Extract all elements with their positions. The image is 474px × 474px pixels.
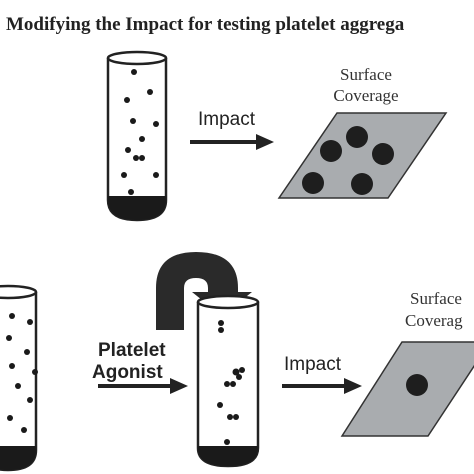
diagram-title: Modifying the Impact for testing platele… xyxy=(6,14,405,35)
bottom-middle-tube-sediment xyxy=(198,446,258,466)
bottom-middle-tube xyxy=(196,294,260,468)
top-tube xyxy=(106,50,168,222)
bottom-left-tube-sediment xyxy=(0,446,36,470)
bottom-middle-tube-platelets xyxy=(217,320,245,445)
top-impact-label: Impact xyxy=(198,109,256,130)
top-surface-platelets xyxy=(302,126,394,195)
agonist-arrow xyxy=(98,378,188,394)
bottom-surface-label-line2: Coverag xyxy=(405,311,463,330)
top-surface xyxy=(277,112,448,199)
bottom-impact-arrow xyxy=(282,378,362,394)
top-impact-arrow xyxy=(190,134,274,150)
bottom-impact-label: Impact xyxy=(284,354,342,375)
top-tube-sediment xyxy=(108,196,166,220)
bottom-left-tube-platelets xyxy=(6,313,38,433)
top-surface-label-line2: Coverage xyxy=(333,86,398,105)
agonist-label-line2: Agonist xyxy=(92,362,163,383)
agonist-label-line1: Platelet xyxy=(98,340,166,361)
top-tube-platelets xyxy=(121,69,159,195)
bottom-left-tube xyxy=(0,284,38,472)
bottom-surface-label-line1: Surface xyxy=(410,289,462,308)
bottom-surface-platelet xyxy=(406,374,428,396)
top-surface-label-line1: Surface xyxy=(340,65,392,84)
bottom-surface xyxy=(340,341,474,437)
